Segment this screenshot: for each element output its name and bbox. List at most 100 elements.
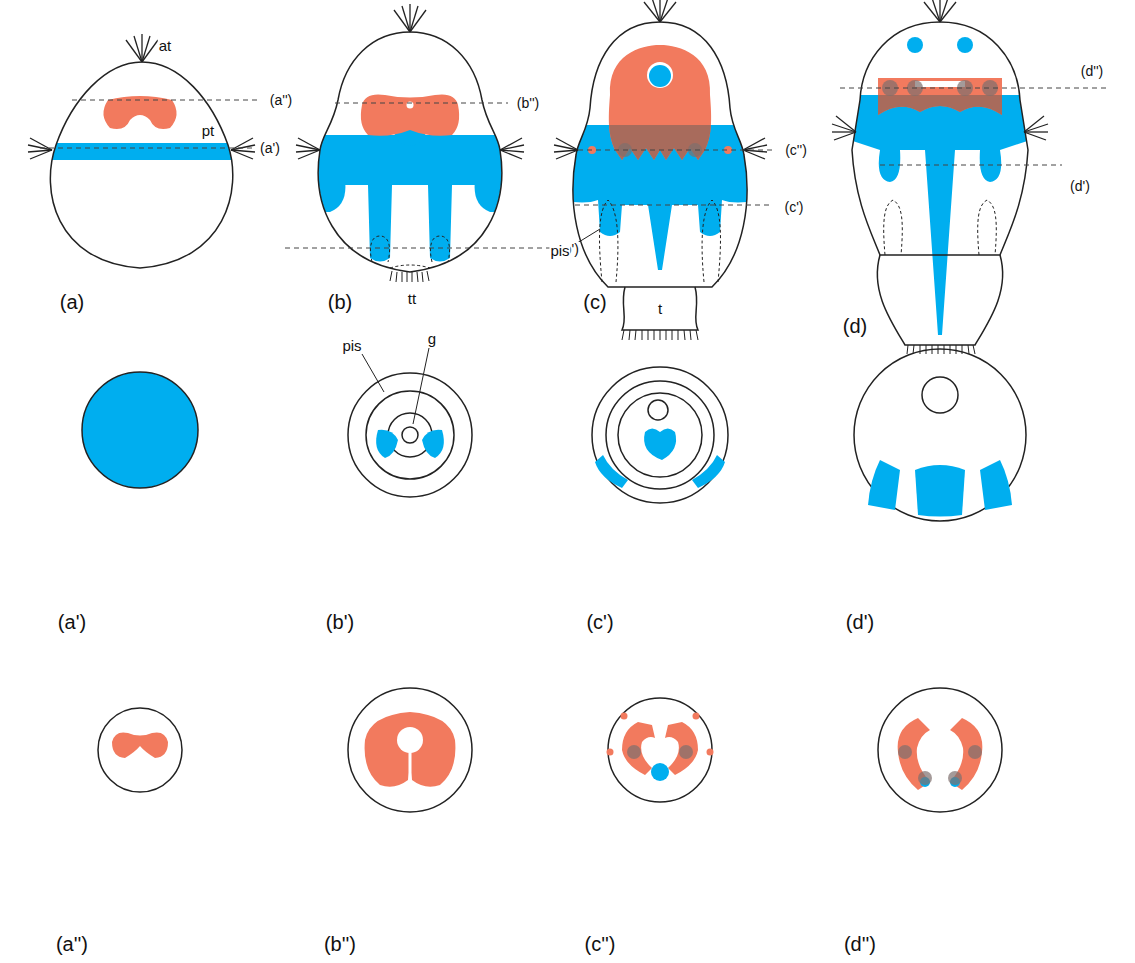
panel-d-shape — [884, 200, 903, 255]
panel-c-shape — [654, 330, 655, 340]
cross-sections-top-shape — [608, 698, 712, 802]
cross-sections-middle-shape — [692, 455, 725, 488]
panel-c-shape — [652, 0, 660, 22]
cross-sections-middle-shape — [854, 349, 1026, 521]
part-label: (a') — [259, 141, 281, 155]
panel-c-shape — [556, 150, 578, 159]
panel-a-shape — [231, 150, 253, 159]
cross-sections-top-shape — [622, 722, 655, 775]
cross-sections-top-shape — [365, 712, 456, 787]
panel-label: (c) — [582, 292, 607, 312]
panel-c-shape — [622, 287, 698, 330]
panel-d-shape — [956, 345, 957, 354]
cross-sections-middle-shape — [413, 348, 429, 424]
panel-b — [285, 4, 550, 282]
cross-sections-top — [98, 688, 1002, 812]
part-label: (c'') — [784, 143, 808, 157]
panel-label: (a) — [59, 292, 85, 312]
panel-d-shape — [968, 345, 969, 354]
panel-label: (b) — [327, 292, 353, 312]
cross-sections-top-shape — [98, 708, 182, 792]
cross-sections-top-shape — [627, 745, 641, 759]
panel-c-shape — [743, 150, 765, 159]
panel-b-shape — [298, 150, 320, 159]
cross-sections-top-shape — [621, 713, 628, 720]
part-label: (a'') — [269, 93, 293, 107]
cross-sections-middle-shape — [618, 393, 702, 477]
cross-sections-middle-shape — [922, 377, 958, 413]
panel-label: (d') — [845, 612, 875, 632]
cross-sections-top-shape — [693, 713, 700, 720]
panel-a — [0, 34, 300, 268]
panel-b-shape — [407, 272, 408, 282]
panel-d-shape — [1024, 124, 1048, 132]
panel-d-shape — [832, 131, 856, 132]
panel-c-shape — [578, 150, 776, 151]
panel-b-shape — [412, 272, 413, 282]
panel-c-shape — [660, 330, 661, 340]
panel-label: (c'') — [584, 934, 617, 954]
part-label: pt — [201, 123, 216, 138]
panel-c-shape — [666, 330, 667, 340]
panel-c-shape — [622, 330, 624, 340]
part-label: (c') — [784, 200, 805, 214]
panel-label: (b') — [325, 612, 355, 632]
panel-d-shape — [836, 116, 856, 132]
cross-sections-middle-shape — [366, 391, 454, 479]
part-label: (d'') — [1080, 64, 1104, 78]
cross-sections-top-shape — [665, 722, 698, 775]
part-label: pis — [549, 243, 570, 258]
cross-sections-top-shape — [679, 745, 693, 759]
panel-c-shape — [690, 330, 691, 340]
panel-b-shape — [318, 32, 501, 272]
panel-label: (b'') — [323, 934, 357, 954]
panel-d-shape — [920, 345, 921, 354]
cross-sections-middle-shape — [402, 427, 418, 443]
panel-c-shape — [678, 330, 679, 340]
panel-a-shape — [142, 36, 150, 62]
panel-b-shape — [285, 248, 550, 249]
panel-b-shape — [402, 6, 410, 32]
panel-d-shape — [1024, 116, 1044, 132]
panel-c-shape — [629, 330, 630, 340]
panel-d-shape — [852, 22, 1028, 255]
panel-b-shape — [390, 271, 392, 281]
panel-b-shape — [410, 6, 418, 32]
panel-b-shape — [500, 145, 524, 150]
panel-b-shape — [370, 236, 389, 262]
cross-sections-top-shape — [707, 749, 714, 756]
panel-d-shape — [978, 200, 997, 255]
panel-c-shape — [573, 22, 747, 287]
panel-d-shape — [834, 132, 856, 140]
panel-b-shape — [335, 103, 508, 104]
panel-a-shape — [126, 40, 142, 62]
panel-b-shape — [417, 272, 418, 282]
panel-label: (d) — [842, 316, 868, 336]
panel-c-shape — [743, 145, 767, 150]
cross-sections-middle-shape — [82, 372, 198, 488]
cross-sections-middle-shape — [376, 430, 398, 458]
cross-sections-middle-shape — [362, 354, 384, 392]
cross-sections-top-shape — [968, 745, 982, 759]
panel-c-shape — [554, 145, 578, 150]
panel-label: (a') — [57, 612, 87, 632]
panel-c-shape — [635, 330, 636, 340]
panel-c-shape — [609, 45, 711, 160]
panel-b-shape — [427, 271, 429, 281]
panel-c-shape — [600, 200, 618, 282]
cross-sections-middle-shape — [644, 429, 676, 461]
cross-sections-top-shape — [918, 771, 932, 785]
cross-sections-top-shape — [878, 688, 1002, 812]
panel-b-shape — [410, 10, 426, 32]
cross-sections-middle-shape — [980, 460, 1012, 510]
panel-a-shape — [40, 148, 252, 149]
cross-sections-top-shape — [651, 763, 669, 781]
panel-b-shape — [500, 150, 522, 159]
part-label: (b'') — [516, 96, 540, 110]
panel-c-shape — [609, 125, 711, 160]
panel-d-shape — [940, 0, 948, 22]
panel-d-shape — [957, 37, 973, 53]
panel-d-shape — [932, 0, 940, 22]
panel-label: (a'') — [55, 934, 89, 954]
cross-sections-middle-shape — [422, 430, 444, 458]
